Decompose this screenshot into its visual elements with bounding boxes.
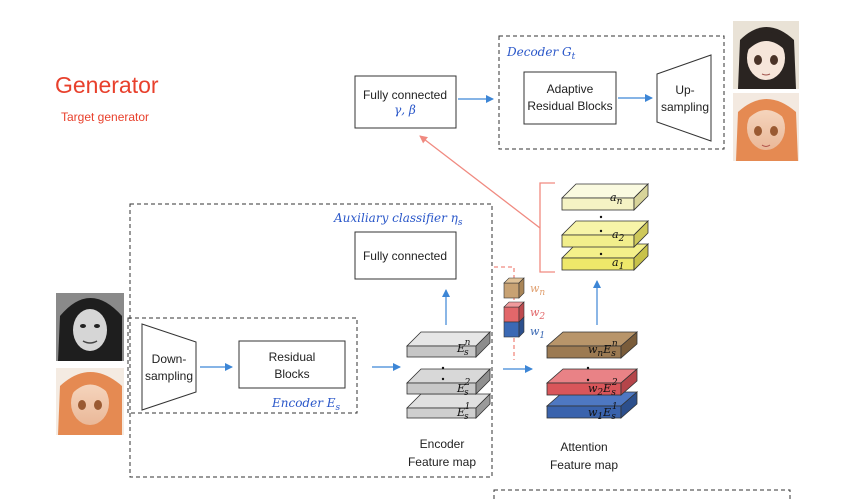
attention-layer-1: w1Es1	[545, 391, 639, 422]
res-line1: Residual	[269, 350, 316, 364]
down-line1: Down-	[152, 352, 187, 366]
encoder-fmap-caption-2: Feature map	[408, 455, 476, 469]
fc-gamma-beta-params: γ, β	[394, 103, 416, 117]
adaptive-residual-blocks	[523, 71, 617, 125]
decoder-container	[498, 35, 725, 150]
weight-label-2: w2	[530, 306, 545, 322]
attention-layer-n: wnEsn	[545, 331, 639, 359]
attention-maps-bracket	[539, 182, 555, 273]
weight-cube-1	[503, 316, 525, 338]
downsampling-trapezoid	[141, 323, 197, 411]
attention-fmap-caption-2: Feature map	[550, 458, 618, 472]
aux-classifier-container	[129, 203, 493, 478]
arrow-bracket-to-fc	[419, 135, 541, 229]
up-line2: sampling	[661, 100, 709, 114]
decoder-label: Decoder Gt	[506, 45, 576, 62]
page-subtitle: Target generator	[61, 110, 149, 124]
upsampling-trapezoid	[656, 54, 712, 142]
encoder-feature-map: Es1 Es2 Esn	[406, 331, 491, 422]
res-line2: Blocks	[274, 367, 309, 381]
attention-feature-map: w1Es1 w2Es2 wnEsn	[545, 331, 639, 422]
svg-text:an: an	[610, 191, 623, 207]
output-anime-portrait-2	[733, 93, 799, 161]
weight-label-1: w1	[530, 325, 545, 341]
weight-cube-2	[503, 301, 525, 323]
adaptive-line1: Adaptive	[547, 82, 594, 96]
input-anime-portrait	[56, 368, 124, 435]
next-panel-edge	[493, 489, 791, 500]
fc-aux	[354, 231, 457, 280]
attention-layer-2: w2Es2	[545, 368, 639, 398]
attention-map-1: a1	[561, 243, 649, 272]
svg-text:Es2: Es2	[456, 378, 471, 398]
attention-map-2: a2	[561, 220, 649, 248]
fc-gamma-beta	[354, 75, 457, 129]
encoder-fmap-caption-1: Encoder	[420, 437, 465, 451]
svg-text:wnEsn: wnEsn	[588, 339, 618, 359]
weight-label-n: wn	[530, 282, 545, 298]
weight-cube-n	[503, 277, 525, 299]
attention-map-n: an	[561, 183, 649, 211]
input-portrait-gray	[56, 293, 124, 361]
svg-text:a1: a1	[612, 256, 624, 272]
page-title: Generator	[55, 72, 159, 98]
attention-maps: a1 a2 an	[561, 183, 649, 272]
encoder-label: Encoder Es	[271, 396, 341, 413]
svg-text:w2Es2: w2Es2	[588, 378, 618, 398]
aux-classifier-label: Auxiliary classifier ηs	[333, 211, 463, 228]
fc-aux-label: Fully connected	[363, 249, 447, 263]
svg-text:Esn: Esn	[456, 338, 471, 358]
output-anime-portrait-1	[733, 21, 799, 89]
svg-text:w1Es1: w1Es1	[588, 402, 618, 422]
encoder-layer-2: Es2	[406, 368, 491, 398]
up-line1: Up-	[675, 83, 694, 97]
encoder-layer-n: Esn	[406, 331, 491, 358]
fc-gamma-beta-label: Fully connected	[363, 88, 447, 102]
svg-text:a2: a2	[612, 228, 625, 244]
attention-fmap-caption-1: Attention	[560, 440, 607, 454]
adaptive-line2: Residual Blocks	[527, 99, 612, 113]
down-line2: sampling	[145, 369, 193, 383]
svg-text:Es1: Es1	[456, 402, 470, 422]
encoder-layer-1: Es1	[406, 393, 491, 422]
encoder-container	[127, 317, 358, 414]
residual-blocks	[238, 340, 346, 389]
